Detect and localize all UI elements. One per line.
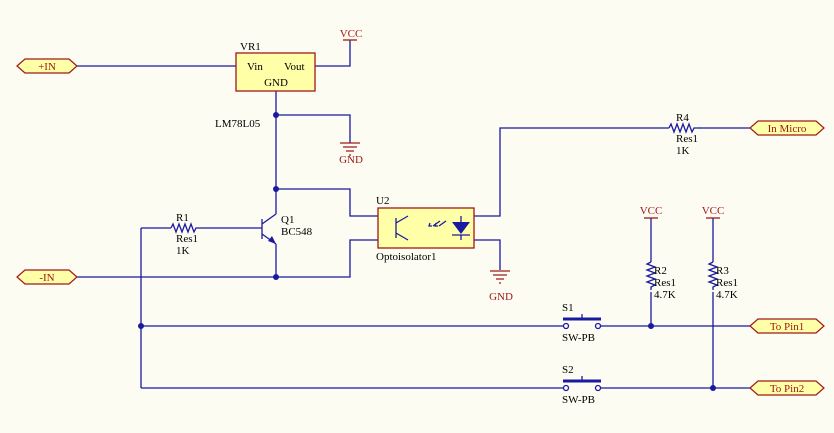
s2-part: SW-PB (562, 394, 595, 406)
wire-opto-top (474, 127, 669, 217)
r3-designator: R3 (716, 265, 729, 277)
vcc-symbol-r2: VCC (640, 205, 663, 219)
vcc-label: VCC (640, 205, 663, 217)
r2-value: 4.7K (654, 289, 676, 301)
wire-vout (315, 40, 351, 67)
r4-designator: R4 (676, 112, 689, 124)
r4-part: Res1 (676, 133, 698, 145)
junction-dot (648, 323, 654, 329)
r4-value: 1K (676, 145, 690, 157)
wire-gnd-tap (276, 114, 351, 143)
vr1-pin-vin: Vin (247, 61, 263, 73)
port-to-pin1-label: To Pin1 (770, 321, 804, 333)
light-arrows-icon (428, 220, 447, 227)
vcc-symbol-reg: VCC (340, 28, 363, 41)
optoisolator-u2[interactable]: U2 Optoisolator1 (376, 195, 475, 263)
junctions (138, 112, 716, 391)
junction-dot (273, 274, 279, 280)
gnd-label: GND (339, 154, 363, 166)
r2-designator: R2 (654, 265, 667, 277)
regulator-vr1[interactable]: VR1 Vin Vout GND LM78L05 (215, 41, 316, 130)
resistor-r1[interactable]: R1 Res1 1K (170, 212, 200, 257)
resistor-r2[interactable]: R2 Res1 4.7K (645, 261, 676, 301)
vr1-part: LM78L05 (215, 118, 261, 130)
r1-part: Res1 (176, 233, 198, 245)
junction-dot (138, 323, 144, 329)
port-in-neg-label: -IN (39, 272, 54, 284)
gnd-symbol-opto: GND (489, 270, 513, 303)
port-in-micro-label: In Micro (768, 123, 807, 135)
port-to-pin2[interactable]: To Pin2 (749, 380, 825, 396)
r1-designator: R1 (176, 212, 189, 224)
r3-part: Res1 (716, 277, 738, 289)
junction-dot (273, 112, 279, 118)
port-in-neg[interactable]: -IN (16, 269, 78, 285)
wire-opto-bottom (474, 239, 501, 270)
r3-value: 4.7K (716, 289, 738, 301)
s1-part: SW-PB (562, 332, 595, 344)
wire-collector (276, 188, 378, 217)
q1-part: BC548 (281, 226, 313, 238)
q1-designator: Q1 (281, 214, 294, 226)
s2-designator: S2 (562, 364, 574, 376)
u2-part: Optoisolator1 (376, 251, 437, 263)
gnd-symbol-reg: GND (339, 142, 363, 166)
junction-dot (710, 385, 716, 391)
r1-value: 1K (176, 245, 190, 257)
resistor-r4[interactable]: R4 Res1 1K (668, 112, 700, 157)
vr1-pin-vout: Vout (284, 61, 305, 73)
junction-dot (273, 186, 279, 192)
wires (77, 40, 750, 389)
port-in-micro[interactable]: In Micro (749, 120, 825, 136)
resistor-r3[interactable]: R3 Res1 4.7K (707, 261, 738, 301)
gnd-label: GND (489, 291, 513, 303)
port-in-pos-label: +IN (38, 61, 56, 73)
vr1-pin-gnd: GND (264, 77, 288, 89)
vcc-label: VCC (702, 205, 725, 217)
port-in-pos[interactable]: +IN (16, 58, 78, 74)
pushbutton-s2[interactable]: S2 SW-PB (562, 364, 602, 406)
port-to-pin2-label: To Pin2 (770, 383, 804, 395)
pushbutton-s1[interactable]: S1 SW-PB (562, 302, 602, 344)
vcc-symbol-r3: VCC (702, 205, 725, 219)
transistor-q1[interactable]: Q1 BC548 (261, 213, 313, 245)
port-to-pin1[interactable]: To Pin1 (749, 318, 825, 334)
led-triangle-icon (452, 222, 470, 234)
emitter-arrow-icon (268, 236, 276, 244)
u2-designator: U2 (376, 195, 389, 207)
s1-designator: S1 (562, 302, 574, 314)
r2-part: Res1 (654, 277, 676, 289)
wire-in-neg (77, 239, 378, 278)
vr1-designator: VR1 (240, 41, 261, 53)
vcc-label: VCC (340, 28, 363, 40)
